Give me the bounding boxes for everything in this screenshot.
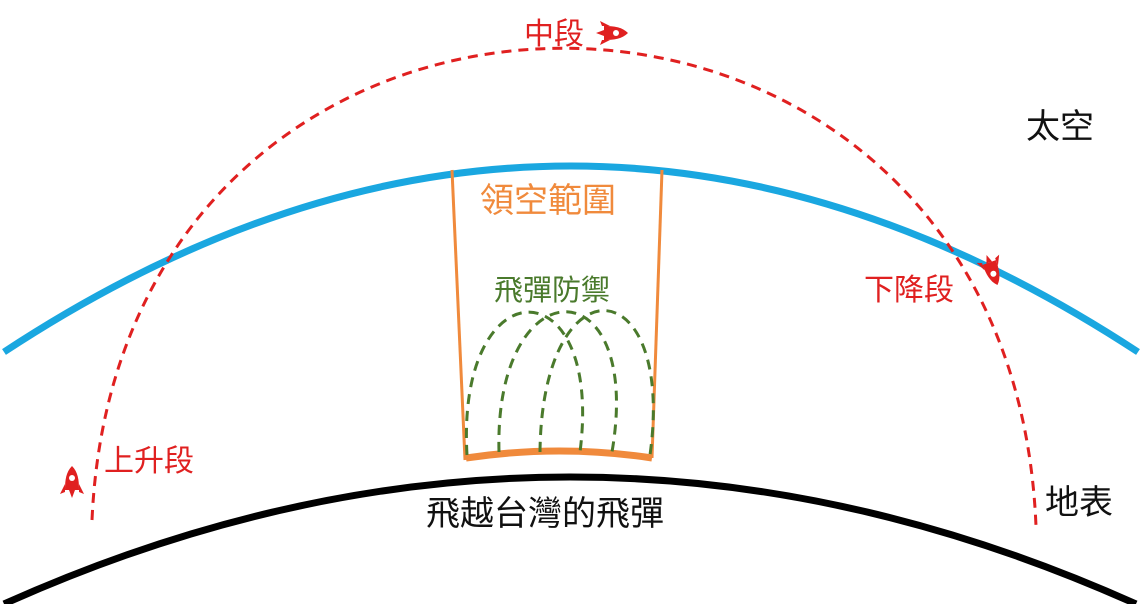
- label-space: 太空: [1026, 107, 1094, 147]
- airspace-left-edge: [450, 169, 467, 461]
- label-descent: 下降段: [864, 273, 954, 308]
- atmosphere-arc: [2, 162, 1140, 355]
- missile-trajectory: [90, 46, 1038, 527]
- label-caption: 飛越台灣的飛彈: [426, 494, 664, 534]
- defense-arc-3: [538, 309, 655, 456]
- rocket-icon: [975, 250, 1009, 290]
- label-missile-defense: 飛彈防禦: [494, 273, 610, 307]
- rocket-icon: [596, 21, 628, 45]
- airspace-right-edge: [650, 169, 664, 459]
- defense-arc-1: [464, 310, 585, 456]
- territory-base: [465, 447, 653, 462]
- label-midcourse: 中段: [524, 17, 584, 52]
- defense-arc-2: [497, 310, 618, 453]
- earth-surface-arc: [2, 473, 1138, 604]
- rocket-icon: [60, 466, 84, 498]
- label-ascent: 上升段: [104, 444, 194, 479]
- label-airspace: 領空範圍: [480, 181, 616, 221]
- label-surface: 地表: [1045, 483, 1113, 523]
